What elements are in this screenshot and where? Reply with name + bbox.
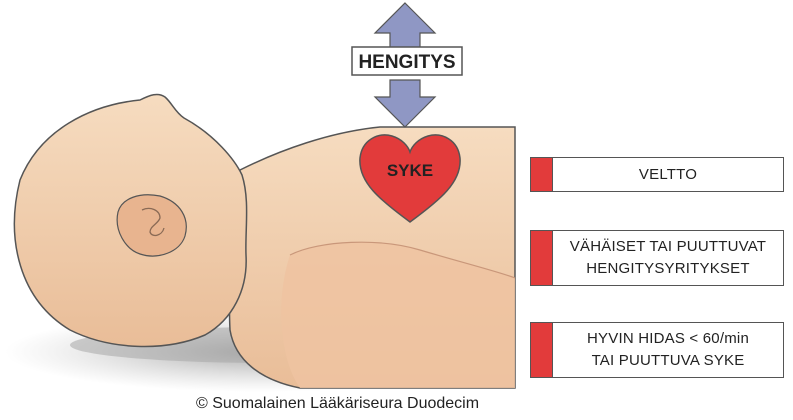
status-text: VELTTO [638, 165, 698, 183]
shoulder-outline [289, 241, 516, 279]
status-marker [531, 231, 553, 285]
shoulder [281, 242, 515, 388]
breathing-label-box [351, 46, 463, 76]
status-box-breathing: VÄHÄISET TAI PUUTTUVAT HENGITYSYRITYKSET [530, 230, 784, 286]
copyright-notice: © Suomalainen Lääkäriseura Duodecim [196, 395, 480, 412]
status-marker [531, 158, 553, 191]
heart-label: SYKE [387, 161, 433, 180]
ear-inner [141, 207, 165, 237]
breathing-label: HENGITYS [358, 52, 455, 73]
status-box-limp: VELTTO [530, 157, 784, 192]
status-text: HYVIN HIDAS < 60/min TAI PUUTTUVA SYKE [587, 330, 749, 369]
status-text: VÄHÄISET TAI PUUTTUVAT HENGITYSYRITYKSET [569, 238, 767, 277]
status-box-heart-rate: HYVIN HIDAS < 60/min TAI PUUTTUVA SYKE [530, 322, 784, 378]
ear [116, 194, 187, 257]
status-marker [531, 323, 553, 377]
heart-icon [359, 134, 461, 223]
